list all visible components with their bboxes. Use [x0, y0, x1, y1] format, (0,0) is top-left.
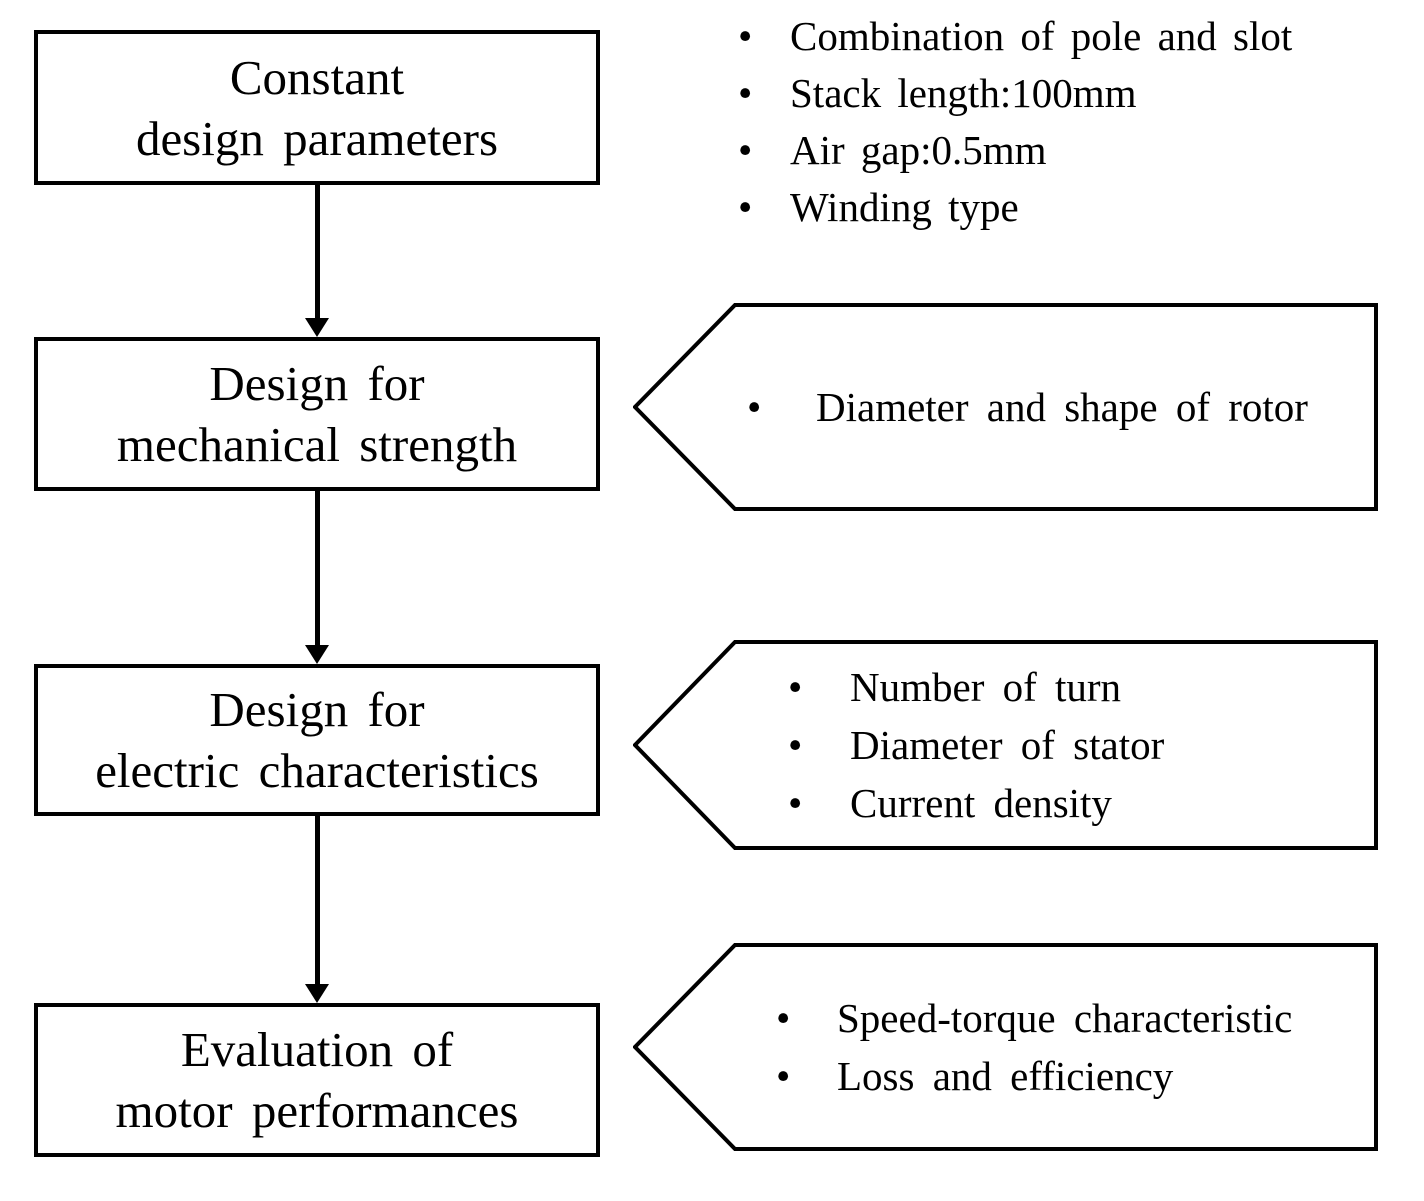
callout-electric-design-outputs: • Number of turn • Diameter of stator • … — [633, 640, 1378, 850]
list-item-text: Winding type — [790, 184, 1019, 230]
box-text-line: electric characteristics — [95, 743, 539, 798]
arrow-shaft — [315, 491, 320, 648]
callout-item: • Loss and efficiency — [776, 1047, 1378, 1105]
box-text-line: Constant — [229, 49, 405, 105]
callout-item: • Number of turn — [788, 658, 1378, 716]
list-item-text: Air gap:0.5mm — [790, 127, 1047, 173]
callout-item-text: Diameter of stator — [850, 722, 1165, 768]
callout-item: • Speed-torque characteristic — [776, 989, 1378, 1047]
left-pointing-pentagon-shape — [633, 640, 1378, 850]
callout-item-text: Speed-torque characteristic — [837, 995, 1293, 1041]
callout-item: • Diameter and shape of rotor — [747, 378, 1378, 436]
bullet-icon: • — [738, 184, 753, 230]
list-item: • Combination of pole and slot — [712, 8, 1412, 65]
arrow-shaft — [315, 816, 320, 987]
left-pointing-pentagon-shape — [633, 303, 1378, 511]
bullet-icon: • — [776, 995, 791, 1041]
constant-parameters-list: • Combination of pole and slot • Stack l… — [712, 8, 1412, 236]
arrowhead-down-icon — [305, 645, 329, 664]
list-item: • Air gap:0.5mm — [712, 122, 1412, 179]
flow-box-evaluation-motor-performances: Evaluation of motor performances — [34, 1003, 600, 1157]
bullet-icon: • — [738, 70, 753, 116]
list-item-text: Stack length:100mm — [790, 70, 1137, 116]
list-item: • Stack length:100mm — [712, 65, 1412, 122]
box-text-line: mechanical strength — [116, 417, 518, 472]
flow-arrow-3 — [300, 816, 336, 1003]
box-text-line: Design for — [209, 682, 425, 737]
flow-box-constant-design-parameters: Constant design parameters — [34, 30, 600, 185]
bullet-icon: • — [776, 1053, 791, 1099]
bullet-icon: • — [738, 13, 753, 59]
flow-arrow-1 — [300, 185, 336, 337]
list-item: • Winding type — [712, 179, 1412, 236]
flow-arrow-2 — [300, 491, 336, 664]
callout-item: • Diameter of stator — [788, 716, 1378, 774]
bullet-icon: • — [738, 127, 753, 173]
callout-item-text: Number of turn — [850, 664, 1122, 710]
callout-item-text: Loss and efficiency — [837, 1053, 1174, 1099]
callout-item-text: Diameter and shape of rotor — [816, 384, 1308, 430]
flow-box-design-electric-characteristics: Design for electric characteristics — [34, 664, 600, 816]
flow-box-design-mechanical-strength: Design for mechanical strength — [34, 337, 600, 491]
arrow-shaft — [315, 185, 320, 321]
callout-performance-evaluation: • Speed-torque characteristic • Loss and… — [633, 943, 1378, 1151]
box-text-line: Design for — [209, 356, 425, 411]
arrowhead-down-icon — [305, 984, 329, 1003]
callout-rotor-design: • Diameter and shape of rotor — [633, 303, 1378, 511]
bullet-icon: • — [788, 664, 803, 710]
bullet-icon: • — [788, 722, 803, 768]
box-text-line: Evaluation of — [180, 1022, 454, 1077]
left-pointing-pentagon-shape — [633, 943, 1378, 1151]
bullet-icon: • — [747, 384, 762, 430]
callout-item-text: Current density — [850, 780, 1112, 826]
arrowhead-down-icon — [305, 318, 329, 337]
box-text-line: motor performances — [115, 1083, 519, 1138]
box-text-line: design parameters — [135, 110, 499, 166]
list-item-text: Combination of pole and slot — [790, 13, 1293, 59]
bullet-icon: • — [788, 780, 803, 826]
callout-item: • Current density — [788, 774, 1378, 832]
